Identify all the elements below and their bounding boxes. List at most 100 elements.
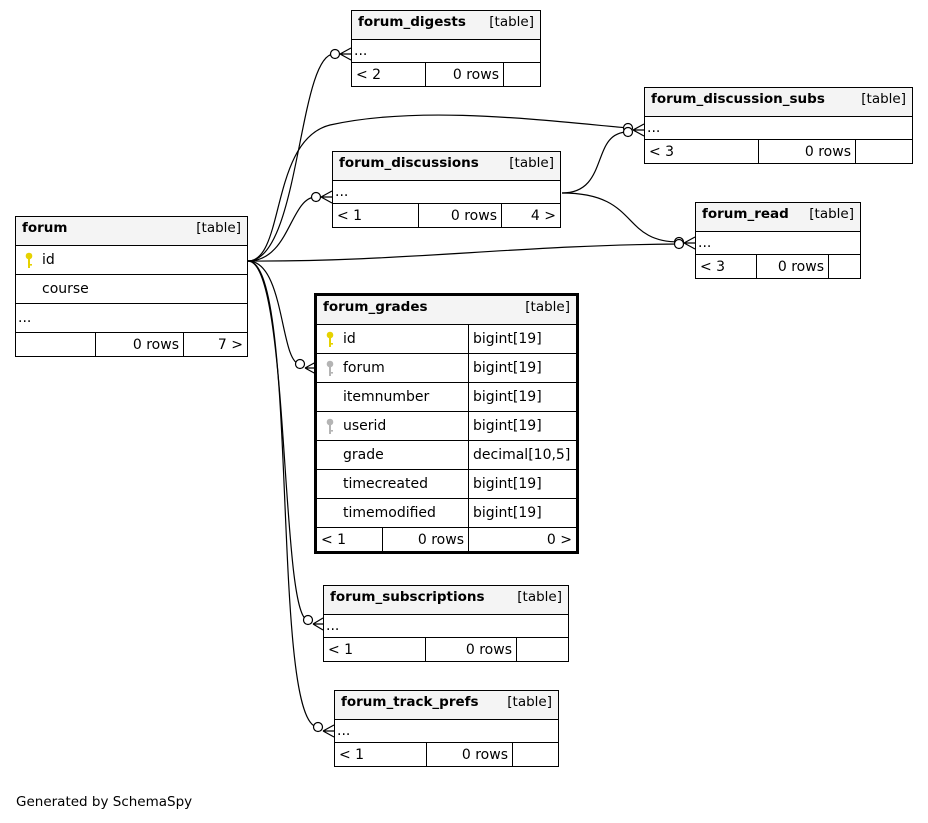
table-header: forum_digests [table]	[352, 11, 540, 40]
column-row: itemnumber bigint[19]	[317, 383, 576, 412]
ellipsis-row: ...	[16, 304, 247, 333]
table-header: forum_read [table]	[696, 203, 860, 232]
table-forum-subscriptions[interactable]: forum_subscriptions [table] ... < 1 0 ro…	[323, 585, 569, 662]
link-forum-track-prefs	[247, 260, 319, 728]
table-forum-digests[interactable]: forum_digests [table] ... < 2 0 rows	[351, 10, 541, 87]
foreign-key-icon	[326, 360, 334, 376]
table-footer: < 3 0 rows	[696, 255, 860, 278]
parents-count: < 1	[339, 746, 365, 763]
column-name: timecreated	[343, 476, 428, 492]
column-row: id	[16, 246, 247, 275]
ellipsis-row: ...	[352, 40, 540, 63]
column-row: timemodified bigint[19]	[317, 499, 576, 528]
column-name: id	[42, 252, 55, 268]
ellipsis: ...	[698, 235, 712, 251]
link-forum-digests	[247, 53, 335, 262]
column-name: userid	[343, 418, 387, 434]
parents-count: < 3	[649, 143, 675, 160]
column-row: grade decimal[10,5]	[317, 441, 576, 470]
table-forum-discussions[interactable]: forum_discussions [table] ... < 1 0 rows…	[332, 151, 561, 228]
ellipsis: ...	[335, 184, 349, 200]
table-footer: 0 rows 7 >	[16, 333, 247, 356]
table-name: forum_discussions	[339, 155, 479, 171]
table-header: forum_grades [table]	[317, 296, 576, 325]
parents-count: < 1	[337, 207, 363, 224]
table-kind: [table]	[509, 155, 554, 171]
parents-count: < 1	[328, 641, 354, 658]
table-name: forum_track_prefs	[341, 694, 479, 710]
row-count: 0 rows	[425, 63, 503, 86]
table-kind: [table]	[809, 206, 854, 222]
table-forum-grades[interactable]: forum_grades [table] id bigint[19] forum…	[314, 293, 579, 554]
table-forum-read[interactable]: forum_read [table] ... < 3 0 rows	[695, 202, 861, 279]
table-footer: < 1 0 rows	[335, 743, 558, 766]
table-footer: < 1 0 rows 0 >	[317, 528, 576, 551]
row-count: 0 rows	[756, 255, 828, 278]
children-count	[855, 140, 912, 163]
primary-key-icon	[326, 331, 334, 347]
row-count: 0 rows	[425, 638, 516, 661]
table-name: forum_discussion_subs	[651, 91, 825, 107]
row-count: 0 rows	[382, 528, 468, 551]
table-forum[interactable]: forum [table] id course ... 0 rows 7 >	[15, 216, 248, 357]
table-header: forum_track_prefs [table]	[335, 691, 558, 720]
column-row: forum bigint[19]	[317, 354, 576, 383]
parents-count: < 3	[700, 258, 726, 275]
row-count: 0 rows	[418, 204, 501, 227]
children-count	[828, 255, 860, 278]
link-forum-read	[247, 243, 680, 262]
link-forum-subscriptions	[247, 260, 309, 621]
ellipsis-row: ...	[645, 117, 912, 140]
table-footer: < 2 0 rows	[352, 63, 540, 86]
generated-by-label: Generated by SchemaSpy	[16, 794, 193, 810]
children-count: 4 >	[501, 204, 560, 227]
children-count	[512, 743, 558, 766]
parents-count: < 2	[356, 66, 382, 83]
ellipsis: ...	[326, 618, 340, 634]
link-discussions-discussion-subs	[561, 131, 629, 194]
link-forum-discussion-subs	[247, 114, 629, 262]
table-name: forum_digests	[358, 14, 466, 30]
table-name: forum_grades	[323, 299, 428, 315]
table-kind: [table]	[489, 14, 534, 30]
table-header: forum_discussions [table]	[333, 152, 560, 181]
column-row: timecreated bigint[19]	[317, 470, 576, 499]
link-discussions-read	[561, 192, 680, 243]
column-name: itemnumber	[343, 389, 430, 405]
ellipsis: ...	[337, 723, 351, 739]
table-footer: < 1 0 rows 4 >	[333, 204, 560, 227]
children-count	[503, 63, 540, 86]
table-header: forum_discussion_subs [table]	[645, 88, 912, 117]
table-footer: < 1 0 rows	[324, 638, 568, 661]
row-count: 0 rows	[95, 333, 183, 356]
column-type: bigint[19]	[468, 354, 576, 382]
column-row: id bigint[19]	[317, 325, 576, 354]
column-row: userid bigint[19]	[317, 412, 576, 441]
column-type: bigint[19]	[468, 499, 576, 527]
ellipsis-row: ...	[335, 720, 558, 743]
table-forum-discussion-subs[interactable]: forum_discussion_subs [table] ... < 3 0 …	[644, 87, 913, 164]
ellipsis-row: ...	[324, 615, 568, 638]
table-header: forum_subscriptions [table]	[324, 586, 568, 615]
ellipsis-row: ...	[333, 181, 560, 204]
column-row: course	[16, 275, 247, 304]
table-forum-track-prefs[interactable]: forum_track_prefs [table] ... < 1 0 rows	[334, 690, 559, 767]
children-count	[516, 638, 568, 661]
link-forum-discussions	[247, 196, 317, 262]
column-name: forum	[343, 360, 385, 376]
table-name: forum_subscriptions	[330, 589, 485, 605]
parents-count: < 1	[321, 531, 347, 548]
column-type: bigint[19]	[468, 470, 576, 498]
table-name: forum_read	[702, 206, 789, 222]
link-forum-grades	[247, 260, 301, 365]
column-type: bigint[19]	[468, 412, 576, 440]
row-count: 0 rows	[426, 743, 512, 766]
column-name: grade	[343, 447, 384, 463]
ellipsis-row: ...	[696, 232, 860, 255]
parents-count	[16, 333, 95, 356]
column-type: bigint[19]	[468, 383, 576, 411]
ellipsis: ...	[18, 310, 32, 326]
table-header: forum [table]	[16, 217, 247, 246]
table-name: forum	[22, 220, 68, 236]
